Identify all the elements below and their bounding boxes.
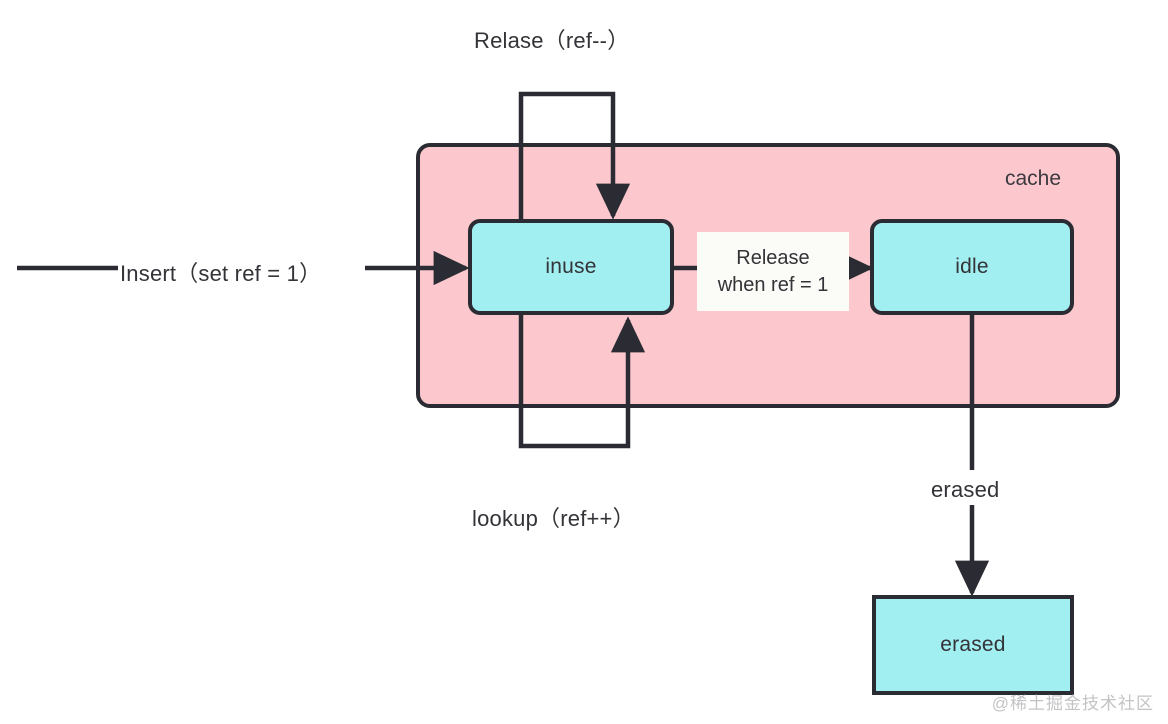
release-condition-line2: when ref = 1	[717, 273, 829, 296]
node-inuse-label: inuse	[545, 255, 597, 278]
lookup-loop-label: lookup（ref++）	[472, 506, 635, 531]
release-loop-label: Relase（ref--）	[474, 28, 630, 53]
node-inuse[interactable]: inuse	[468, 219, 674, 315]
lookup-loop-edge	[518, 312, 646, 449]
watermark: @稀土掘金技术社区	[991, 694, 1154, 713]
node-erased-label: erased	[940, 633, 1006, 656]
node-idle[interactable]: idle	[870, 219, 1074, 315]
cache-container-label: cache	[1005, 167, 1062, 190]
erased-edge-label: erased	[931, 477, 1000, 502]
release-loop-edge	[518, 91, 631, 222]
insert-label: Insert（set ref = 1）	[120, 261, 322, 286]
node-idle-label: idle	[955, 255, 989, 278]
release-condition-line1: Release	[736, 247, 810, 270]
release-condition-label-box: Release when ref = 1	[697, 232, 849, 311]
node-erased[interactable]: erased	[872, 595, 1074, 695]
